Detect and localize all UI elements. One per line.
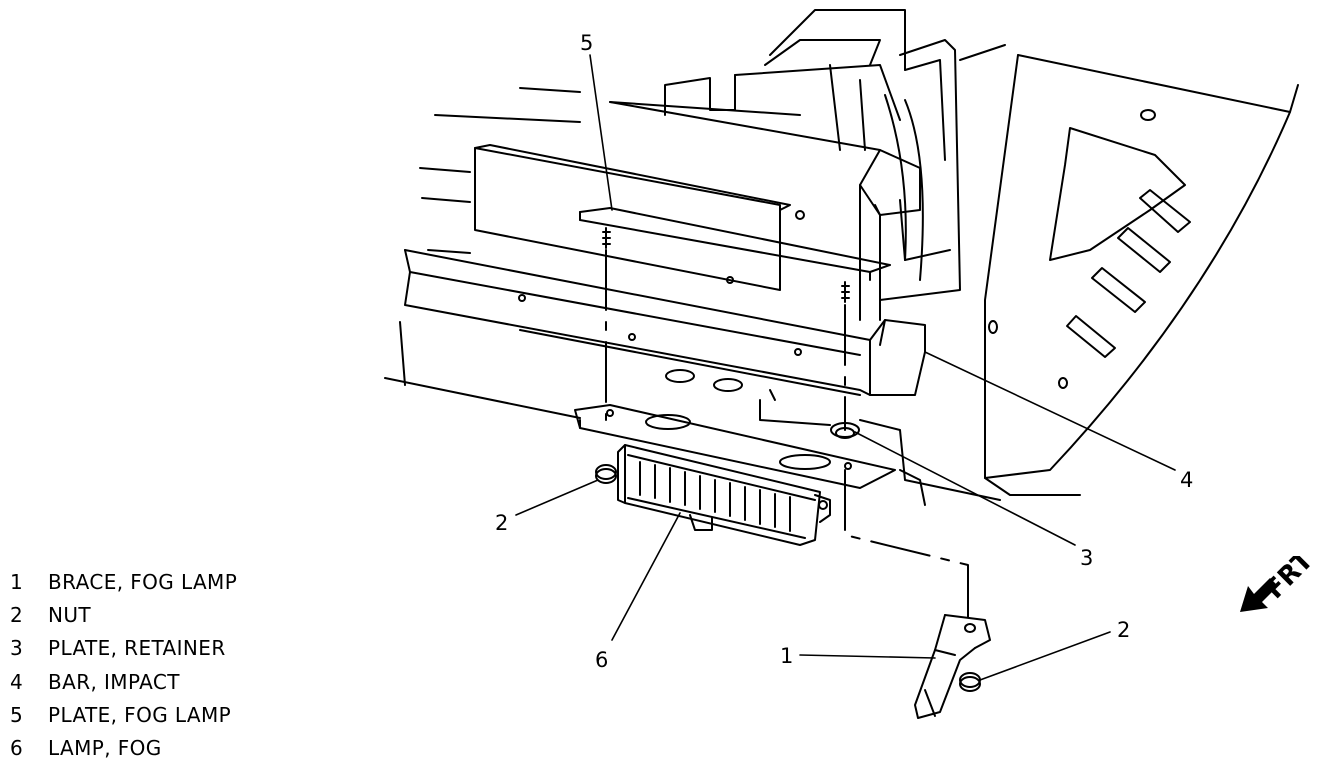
fender-panel bbox=[984, 54, 1299, 496]
front-direction-indicator: FRT bbox=[1240, 556, 1320, 612]
callout-2-left: 2 bbox=[495, 511, 508, 535]
fog-lamp-plate bbox=[579, 207, 891, 303]
callout-4: 4 bbox=[1180, 468, 1193, 492]
bolt-centerlines bbox=[605, 249, 969, 626]
callout-5: 5 bbox=[580, 31, 593, 55]
impact-bar bbox=[384, 249, 1001, 506]
frt-label: FRT bbox=[1260, 556, 1320, 605]
callout-6: 6 bbox=[595, 648, 608, 672]
callout-1: 1 bbox=[780, 644, 793, 668]
callout-2-right: 2 bbox=[1117, 618, 1130, 642]
callout-3: 3 bbox=[1080, 546, 1093, 570]
fog-lamp-plate-frame bbox=[474, 101, 951, 321]
fog-lamp-brace bbox=[914, 614, 991, 719]
retainer-plate bbox=[574, 404, 896, 489]
fog-lamp bbox=[617, 444, 831, 546]
arrow-left-down-icon bbox=[1240, 578, 1278, 612]
body-panel-outline bbox=[419, 9, 1006, 301]
leader-lines bbox=[515, 54, 1176, 681]
